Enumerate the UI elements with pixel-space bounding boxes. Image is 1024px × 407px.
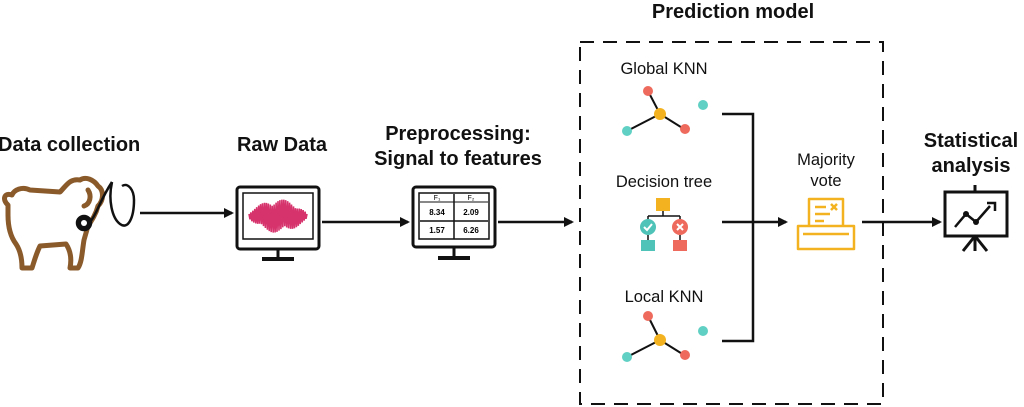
vote-connector xyxy=(722,112,788,343)
label-global-knn: Global KNN xyxy=(620,60,708,78)
label-preprocessing-line2: Signal to features xyxy=(374,148,542,170)
table-cell: 8.34 xyxy=(429,208,445,217)
label-majority-vote-line1: Majority xyxy=(797,151,855,169)
monitor-table-icon: F₁ F₂ 8.34 2.09 1.57 6.26 xyxy=(411,185,497,260)
knn-graph-icon xyxy=(622,86,708,136)
label-preprocessing-line1: Preprocessing: xyxy=(385,123,531,145)
label-prediction-model: Prediction model xyxy=(651,1,815,23)
waveform xyxy=(248,199,308,233)
label-data-collection: Data collection xyxy=(0,134,141,156)
table-cell: 1.57 xyxy=(429,226,445,235)
label-decision-tree: Decision tree xyxy=(615,173,713,191)
table-header-f1: F₁ xyxy=(434,195,441,202)
label-local-knn: Local KNN xyxy=(624,288,704,306)
knn-graph-icon xyxy=(622,311,708,362)
waveform-line xyxy=(248,199,308,233)
label-statistical-line2: analysis xyxy=(931,155,1011,177)
table-cell: 6.26 xyxy=(463,226,479,235)
stethoscope-icon xyxy=(75,181,136,232)
decision-tree-icon xyxy=(640,198,688,251)
table-header-f2: F₂ xyxy=(468,195,475,202)
chart-board-icon xyxy=(943,185,1009,252)
table-cell: 2.09 xyxy=(463,208,479,217)
label-raw-data: Raw Data xyxy=(236,134,328,156)
label-statistical-line1: Statistical xyxy=(923,130,1019,152)
ballot-box-icon xyxy=(796,197,856,251)
monitor-waveform-icon xyxy=(235,185,321,261)
label-majority-vote-line2: vote xyxy=(810,172,842,190)
